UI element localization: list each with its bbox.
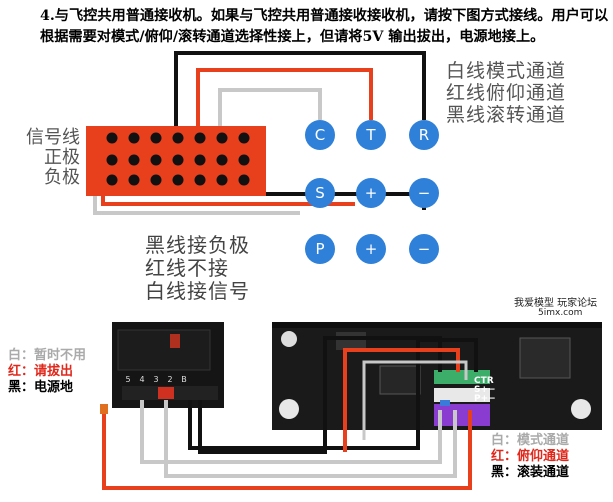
port-minus-1 bbox=[409, 178, 439, 208]
wire-notes: 黑线接负极 红线不接 白线接信号 bbox=[145, 234, 250, 303]
port-circles bbox=[305, 120, 439, 264]
receiver-pin-label-2: 2 bbox=[167, 375, 172, 384]
right-legend-red: 红：俯仰通道 bbox=[491, 449, 570, 464]
row-label-negative: 负极 bbox=[44, 167, 80, 188]
note-black: 黑线接负极 bbox=[145, 233, 250, 257]
pin-grid bbox=[106, 132, 250, 186]
note-white: 白线接信号 bbox=[145, 279, 250, 303]
port-label-plus-1: + bbox=[365, 184, 378, 202]
port-label-t: T bbox=[365, 126, 376, 144]
board-pin-row-s: S+− bbox=[474, 385, 496, 395]
row-label-signal: 信号线 bbox=[26, 127, 80, 148]
board-pin-row-ctr: CTR bbox=[474, 376, 494, 386]
port-label-p: P bbox=[315, 240, 324, 258]
watermark-forum: 我爱模型 玩家论坛 bbox=[514, 298, 598, 309]
port-t bbox=[356, 120, 386, 150]
port-minus-2 bbox=[409, 234, 439, 264]
red-wire-top bbox=[196, 68, 373, 130]
left-legend-white: 白：暂时不用 bbox=[8, 348, 87, 363]
port-plus-2 bbox=[356, 234, 386, 264]
receiver-pin-label-4: 4 bbox=[139, 375, 144, 384]
port-label-r: R bbox=[419, 126, 429, 144]
black-wire-top bbox=[174, 51, 426, 130]
left-legend-red: 红：请拔出 bbox=[8, 364, 74, 379]
port-label-minus-2: − bbox=[418, 240, 431, 258]
port-label-c: C bbox=[315, 126, 325, 144]
port-p bbox=[305, 234, 335, 264]
port-c bbox=[305, 120, 335, 150]
receiver-pin-label-5: 5 bbox=[125, 375, 130, 384]
receiver-wire-legend: 白：暂时不用 红：请拔出 黑：电源地 bbox=[8, 348, 86, 396]
channel-legend-top: 白线模式通道 红线俯仰通道 黑线滚转通道 bbox=[446, 60, 566, 126]
receiver-pin-label-3: 3 bbox=[153, 375, 158, 384]
left-legend-black: 黑：电源地 bbox=[8, 380, 74, 395]
photo-section bbox=[100, 322, 602, 490]
note-red: 红线不接 bbox=[145, 256, 229, 280]
pin-row-labels: 信号线 正极 负极 bbox=[14, 128, 80, 188]
legend-red-pitch: 红线俯仰通道 bbox=[446, 82, 567, 104]
legend-white-mode: 白线模式通道 bbox=[446, 60, 567, 82]
board-pin-labels: CTR S+− P+− bbox=[474, 377, 496, 404]
intro-paragraph: 4.与飞控共用普通接收机。如果与飞控共用普通接收接收机，请按下图方式接线。用户可… bbox=[40, 8, 609, 45]
receiver-pin-label-b: B bbox=[181, 375, 187, 384]
board-wire-legend: 白：模式通道 红：俯仰通道 黑：滚装通道 bbox=[491, 433, 569, 481]
legend-black-roll: 黑线滚转通道 bbox=[446, 104, 567, 126]
right-legend-black: 黑：滚装通道 bbox=[491, 465, 570, 480]
port-label-minus-1: − bbox=[418, 184, 431, 202]
port-plus-1 bbox=[356, 178, 386, 208]
port-s bbox=[305, 178, 335, 208]
gray-wire-top bbox=[218, 88, 322, 130]
board-pin-row-p: P+− bbox=[474, 394, 496, 404]
row-label-positive: 正极 bbox=[44, 147, 80, 168]
port-label-plus-2: + bbox=[365, 240, 378, 258]
port-r bbox=[409, 120, 439, 150]
right-legend-white: 白：模式通道 bbox=[491, 433, 570, 448]
port-label-s: S bbox=[315, 184, 325, 202]
watermark-site: 5imx.com bbox=[538, 308, 583, 318]
